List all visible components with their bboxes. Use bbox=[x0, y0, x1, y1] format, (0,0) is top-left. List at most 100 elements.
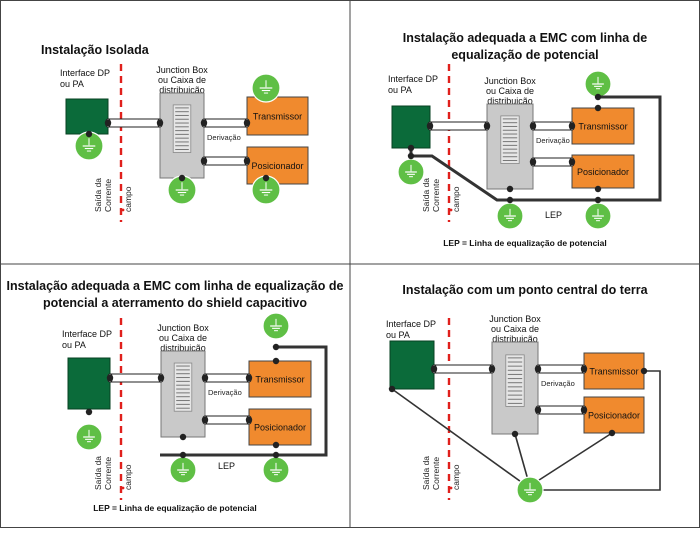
current-output-text: Saída da bbox=[93, 178, 103, 212]
connection-dot bbox=[201, 374, 209, 382]
dp-interface-label: Interface DP bbox=[62, 329, 112, 339]
junction-box-label: Junction Box bbox=[157, 323, 209, 333]
terminal-strip bbox=[173, 362, 193, 412]
connection-dot bbox=[594, 185, 602, 193]
dp-interface-box bbox=[65, 98, 109, 135]
dp-interface-label: ou PA bbox=[62, 340, 86, 350]
field-text: campo bbox=[123, 464, 133, 490]
junction-box-label: Junction Box bbox=[489, 314, 541, 324]
dp-interface-label: Interface DP bbox=[388, 74, 438, 84]
connection-dot bbox=[272, 357, 280, 365]
field-label: campo bbox=[451, 464, 461, 490]
bus-cable bbox=[204, 415, 250, 425]
panel-title: potencial a aterramento do shield capaci… bbox=[43, 296, 307, 310]
junction-box-label: ou Caixa de bbox=[491, 324, 539, 334]
panel-2: Instalação adequada a EMC com linha de eq… bbox=[388, 31, 647, 248]
connection-dot bbox=[426, 122, 434, 130]
connection-dot bbox=[104, 119, 112, 127]
junction-box-label: distribuição bbox=[160, 343, 206, 353]
positioner-box bbox=[248, 408, 312, 446]
field-label: campo bbox=[451, 186, 461, 212]
bus-cable bbox=[532, 157, 573, 167]
bus-cable bbox=[433, 364, 493, 374]
divider-dot bbox=[121, 208, 125, 212]
panel-title: Instalação Isolada bbox=[41, 43, 150, 57]
current-output-text: Corrente bbox=[431, 179, 441, 212]
branch-label: Derivação bbox=[208, 388, 242, 397]
connection-dot bbox=[85, 130, 93, 138]
panel-4: Instalação com um ponto central do terra… bbox=[386, 283, 649, 500]
connection-dot bbox=[511, 430, 519, 438]
ground-icon bbox=[169, 456, 197, 484]
positioner-label: Posicionador bbox=[577, 167, 629, 177]
current-output-text: Corrente bbox=[103, 457, 113, 490]
connection-dot bbox=[407, 144, 415, 152]
branch-label: Derivação bbox=[536, 136, 570, 145]
field-label: campo bbox=[123, 186, 133, 212]
connection-dot bbox=[534, 406, 542, 414]
bus-cable bbox=[204, 373, 250, 383]
connection-dot bbox=[529, 158, 537, 166]
connection-dot bbox=[407, 152, 415, 160]
divider-dot bbox=[449, 486, 453, 490]
lep-label: LEP bbox=[545, 210, 562, 220]
dp-interface-box bbox=[391, 105, 431, 149]
positioner-label: Posicionador bbox=[588, 411, 640, 421]
connection-dot bbox=[156, 119, 164, 127]
ground-icon bbox=[584, 70, 612, 98]
junction-box-label: distribuição bbox=[487, 96, 533, 106]
panel-title: Instalação adequada a EMC com linha de bbox=[403, 31, 648, 45]
field-text: campo bbox=[451, 464, 461, 490]
terminal-strip bbox=[505, 354, 525, 407]
junction-box-label: ou Caixa de bbox=[158, 75, 206, 85]
lep-caption: LEP = Linha de equalização de potencial bbox=[93, 503, 257, 513]
connection-dot bbox=[580, 406, 588, 414]
lep-caption: LEP = Linha de equalização de potencial bbox=[443, 238, 607, 248]
transmitter-box bbox=[248, 360, 312, 398]
positioner-box bbox=[583, 396, 645, 434]
ground-icon bbox=[262, 456, 290, 484]
connection-dot bbox=[594, 104, 602, 112]
connection-dot bbox=[488, 365, 496, 373]
positioner-box bbox=[571, 154, 635, 189]
current-output-text: Saída da bbox=[93, 456, 103, 490]
junction-box-label: ou Caixa de bbox=[159, 333, 207, 343]
panel-title: equalização de potencial bbox=[451, 48, 598, 62]
dp-interface-box bbox=[389, 340, 435, 390]
panel-title: Instalação adequada a EMC com linha de e… bbox=[7, 279, 344, 293]
dp-interface-label: ou PA bbox=[388, 85, 412, 95]
connection-dot bbox=[106, 374, 114, 382]
transmitter-label: Transmissor bbox=[255, 375, 304, 385]
bus-cable bbox=[537, 364, 585, 374]
ground-icon bbox=[397, 158, 425, 186]
connection-dot bbox=[178, 174, 186, 182]
current-output-text: Corrente bbox=[431, 457, 441, 490]
panel-3: Instalação adequada a EMC com linha de e… bbox=[7, 279, 344, 513]
dp-interface-label: Interface DP bbox=[60, 68, 110, 78]
connection-dot bbox=[245, 416, 253, 424]
ground-icon bbox=[516, 476, 544, 504]
connection-dot bbox=[85, 408, 93, 416]
dp-interface-label: Interface DP bbox=[386, 319, 436, 329]
connection-dot bbox=[243, 157, 251, 165]
divider-dot bbox=[121, 486, 125, 490]
bus-cable bbox=[537, 405, 585, 415]
field-text: campo bbox=[123, 186, 133, 212]
terminal-strip bbox=[172, 104, 192, 153]
ground-icon bbox=[262, 312, 290, 340]
bus-cable bbox=[107, 118, 161, 128]
bus-cable bbox=[203, 156, 248, 166]
transmitter-label: Transmissor bbox=[578, 122, 627, 132]
connection-dot bbox=[200, 119, 208, 127]
bus-cable bbox=[532, 121, 573, 131]
junction-box-label: Junction Box bbox=[484, 76, 536, 86]
transmitter-box bbox=[571, 107, 635, 145]
connection-dot bbox=[608, 429, 616, 437]
positioner-box bbox=[246, 146, 309, 185]
ground-wire bbox=[514, 433, 529, 481]
connection-dot bbox=[640, 367, 648, 375]
branch-label: Derivação bbox=[207, 133, 241, 142]
